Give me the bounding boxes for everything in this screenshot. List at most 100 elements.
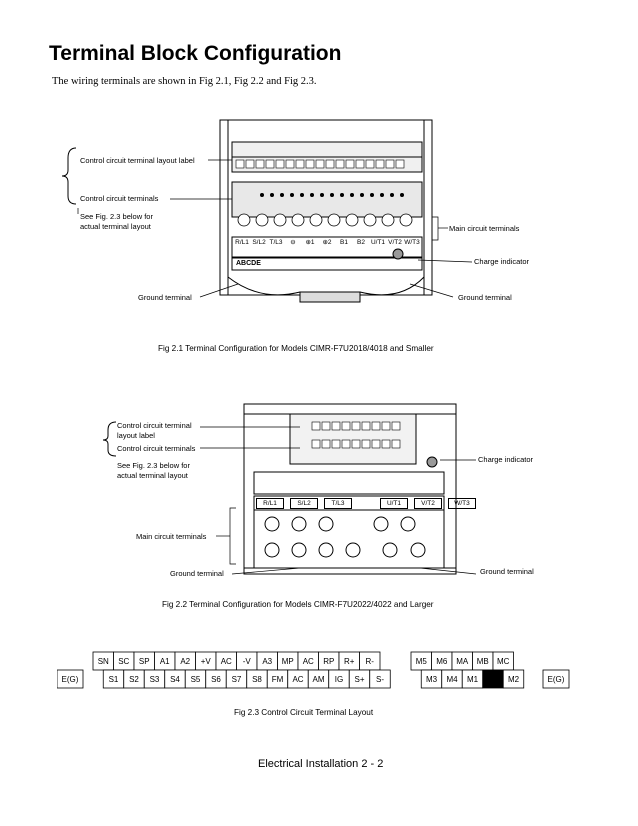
fig2-label-layout-2: layout label [117,431,155,440]
intro-text: The wiring terminals are shown in Fig 2.… [52,76,317,87]
fig2-caption: Fig 2.2 Terminal Configuration for Model… [162,600,434,609]
fig3-terminal-top: MP [282,657,294,666]
fig3-relay-bottom: M4 [446,675,458,684]
fig2-label-see-fig-1: See Fig. 2.3 below for [117,461,190,470]
fig2-control-terminal-block [311,421,401,449]
fig3-relay-top: M5 [416,657,428,666]
fig1-main-term: ⊕2 [322,239,332,246]
fig3-terminal-bottom: FM [272,675,284,684]
fig3-terminal-top: A1 [160,657,170,666]
fig3-terminal-bottom: AM [313,675,325,684]
fig3-relay-top: MA [456,657,469,666]
fig3-relay-top: M6 [436,657,448,666]
fig3-terminal-top: +V [201,657,212,666]
fig3-ground-right: E(G) [548,675,565,684]
fig1-label-layout: Control circuit terminal layout label [80,156,195,165]
fig3-terminal-top: A2 [180,657,190,666]
fig1-drive-outline [219,119,433,303]
fig3-terminal-top: A3 [262,657,272,666]
fig3-relay-bottom-cell [482,669,504,689]
fig1-main-term: W/T3 [404,239,420,246]
fig3-terminal-bottom: AC [292,675,303,684]
fig1-main-term: B1 [340,239,348,246]
fig3-terminal-bottom: S5 [191,675,201,684]
fig2-label-charge: Charge indicator [478,455,534,464]
fig2-main-screw-grid [264,516,426,558]
fig3-terminal-bottom: IG [335,675,343,684]
fig1-main-terminal-row: R/L1 S/L2 T/L3 ⊖ ⊕1 ⊕2 B1 B2 U/T1 V/T2 W… [234,238,420,247]
fig3-terminal-bottom: S3 [150,675,160,684]
fig3-relay-bottom-cell [502,669,525,689]
fig3-terminal-bottom: S+ [354,675,364,684]
fig2-leader-lines [200,426,477,575]
fig1-nameplate: ABCDE [236,260,261,267]
fig1-small-dot-row [260,193,404,197]
fig2-label-control-terminals: Control circuit terminals [117,444,196,453]
fig2-main-term: W/T3 [448,498,476,509]
fig1-screw-row [237,213,413,227]
fig2-main-term: R/L1 [256,498,284,509]
fig2-label-ground-left: Ground terminal [170,569,224,578]
fig1-main-term: ⊖ [290,239,296,246]
fig3-terminal-bottom: S4 [170,675,180,684]
fig1-label-see-fig-2: actual terminal layout [80,222,151,231]
fig3-caption: Fig 2.3 Control Circuit Terminal Layout [234,708,374,717]
fig1-main-term: S/L2 [252,239,266,246]
fig2-label-see-fig-2: actual terminal layout [117,471,188,480]
fig1-label-see-fig-1: See Fig. 2.3 below for [80,212,153,221]
fig3-terminal-top: R+ [344,657,355,666]
fig3-terminal-top: -V [243,657,252,666]
fig1-caption: Fig 2.1 Terminal Configuration for Model… [158,344,434,353]
fig2-label-main-circuit: Main circuit terminals [136,532,207,541]
fig3-relay-bottom: M2 [508,675,520,684]
fig3-ground-left: E(G) [62,675,79,684]
fig3-terminal-bottom: S2 [129,675,139,684]
fig3-terminal-top: R- [366,657,375,666]
fig1-brace [61,147,77,205]
fig3-terminal-top: AC [303,657,314,666]
fig1-main-term: B2 [357,239,365,246]
fig3-terminal-bottom: S8 [252,675,262,684]
fig1-drawing [61,119,473,303]
fig3-terminal-top: RP [323,657,334,666]
fig1-main-term: ⊕1 [305,239,315,246]
page-title: Terminal Block Configuration [49,42,342,65]
fig2-main-term: U/T1 [380,498,408,509]
fig1-charge-indicator-icon [392,248,404,260]
fig2-main-term: S/L2 [290,498,318,509]
fig2-main-terminal-row: R/L1 S/L2 T/L3 U/T1 V/T2 W/T3 [256,498,476,509]
fig2-charge-indicator-icon [426,456,438,468]
fig2-main-term: V/T2 [414,498,442,509]
fig1-main-term: U/T1 [370,239,386,246]
fig3-terminal-top: SN [98,657,109,666]
fig3-terminal-bottom-cell [369,669,391,689]
fig1-label-control-terminals: Control circuit terminals [80,194,159,203]
fig1-main-term: T/L3 [269,239,283,246]
fig3-terminal-top: SP [139,657,150,666]
fig3-ground-left-cell [57,669,84,689]
fig3-terminal-top: AC [221,657,232,666]
fig1-main-term: R/L1 [235,239,249,246]
fig1-label-ground-right: Ground terminal [458,293,512,302]
fig2-drawing [102,403,477,575]
fig3-terminal-layout: E(G) SN SC SP A1 A2 +V AC -V A3 MP AC RP R+ R- S1 S2 S3 S4… [57,651,570,689]
fig1-label-main-circuit: Main circuit terminals [449,224,520,233]
fig2-label-ground-right: Ground terminal [480,567,534,576]
fig1-leader-lines [170,159,473,298]
fig3-terminal-bottom: S6 [211,675,221,684]
fig3-terminal-top: SC [118,657,129,666]
fig3-ground-right-cell [542,669,570,689]
fig1-label-ground-left: Ground terminal [138,293,192,302]
fig3-terminal-bottom: S- [376,675,384,684]
fig1-main-term: V/T2 [388,239,402,246]
fig3-terminal-bottom: S7 [232,675,242,684]
fig3-relay-bottom: M1 [467,675,479,684]
fig3-terminal-bottom: S1 [109,675,119,684]
fig1-control-terminal-row [235,159,405,169]
page-footer: Electrical Installation 2 - 2 [258,758,384,770]
fig3-relay-bottom: M3 [426,675,438,684]
fig3-relay-top: MB [477,657,489,666]
fig3-relay-top: MC [497,657,510,666]
fig2-main-term: T/L3 [324,498,352,509]
fig1-label-charge: Charge indicator [474,257,530,266]
